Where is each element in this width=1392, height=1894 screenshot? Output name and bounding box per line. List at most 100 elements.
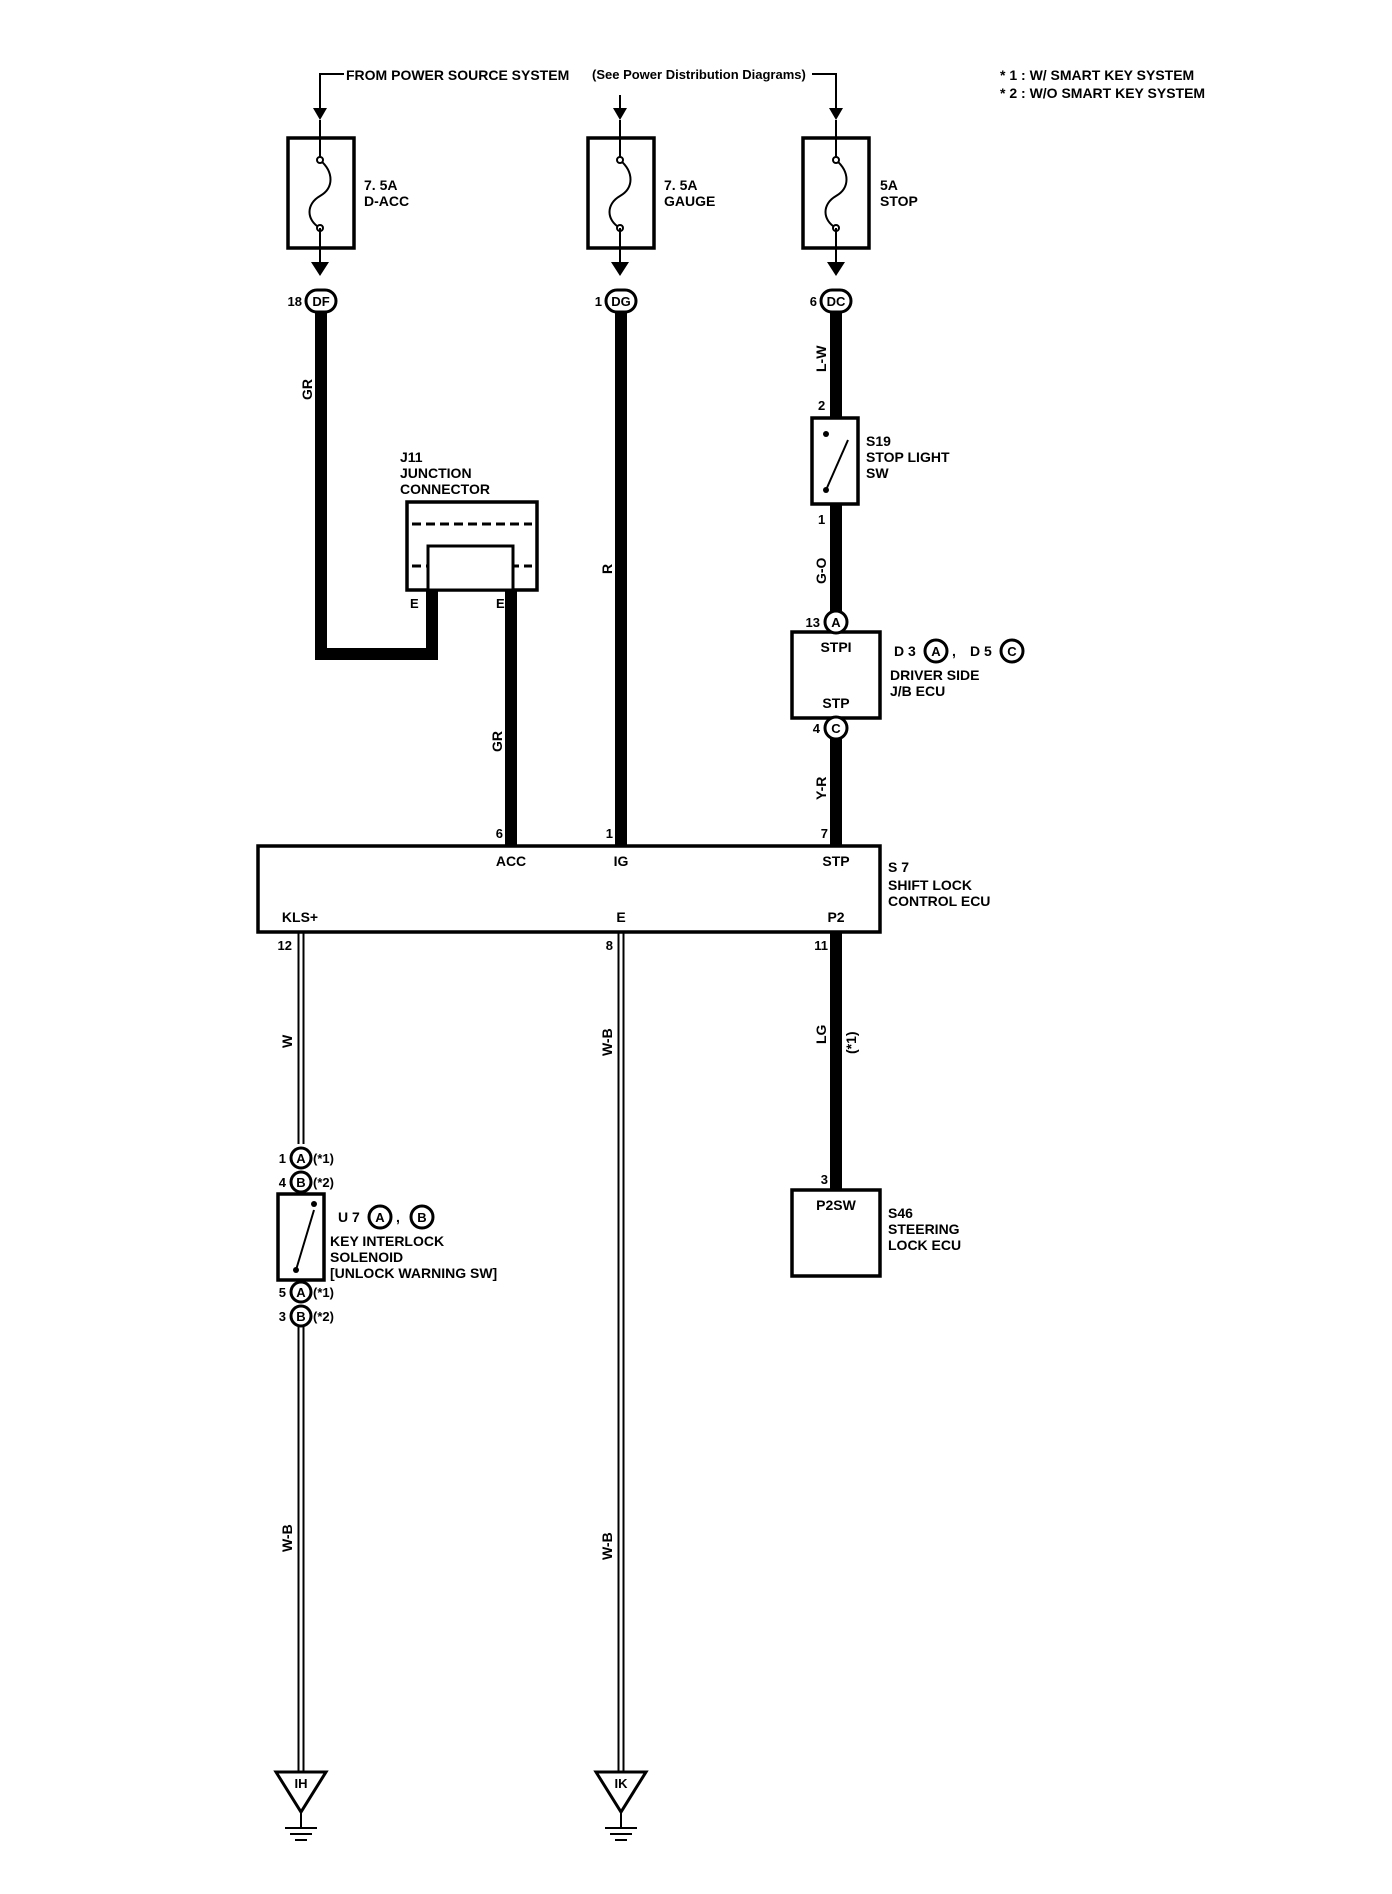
pin-number: 4 bbox=[813, 721, 821, 736]
pin-number: 4 bbox=[279, 1175, 287, 1190]
connector-letter: A bbox=[931, 644, 941, 659]
terminal-label: ACC bbox=[496, 853, 526, 869]
pin-number: 6 bbox=[810, 294, 817, 309]
note-2: * 2 : W/O SMART KEY SYSTEM bbox=[1000, 85, 1205, 101]
arrow-icon bbox=[827, 262, 845, 276]
wire-label-gr: GR bbox=[299, 379, 315, 400]
pin-label: E bbox=[410, 596, 419, 611]
pin-number: 1 bbox=[279, 1151, 286, 1166]
connector-code: DC bbox=[827, 294, 846, 309]
note-1: * 1 : W/ SMART KEY SYSTEM bbox=[1000, 67, 1194, 83]
separator: , bbox=[952, 643, 956, 659]
component-name: JUNCTION bbox=[400, 465, 472, 481]
connector-letter: A bbox=[296, 1151, 306, 1166]
pin-number: 3 bbox=[279, 1309, 286, 1324]
pin-number: 12 bbox=[278, 938, 292, 953]
connector-letter: C bbox=[831, 721, 841, 736]
connector-letter: B bbox=[296, 1175, 305, 1190]
u7-key-interlock-solenoid: A 1 (*1) B 4 (*2) A 5 (*1) B 3 (*2) U 7 … bbox=[276, 1146, 497, 1328]
fuse-stop: 5A STOP bbox=[801, 120, 918, 276]
power-source-note: (See Power Distribution Diagrams) bbox=[592, 67, 806, 82]
fuse-rating: 7. 5A bbox=[664, 177, 697, 193]
terminal-label: P2SW bbox=[816, 1197, 856, 1213]
note: (*2) bbox=[313, 1175, 334, 1190]
connector-code: DG bbox=[611, 294, 631, 309]
connector-letter: A bbox=[831, 615, 841, 630]
component-id: J11 bbox=[400, 449, 423, 465]
component-name: LOCK ECU bbox=[888, 1237, 961, 1253]
connector-letter: A bbox=[296, 1285, 306, 1300]
ground-label: IK bbox=[615, 1776, 629, 1791]
connector-code: DF bbox=[312, 294, 329, 309]
pin-number: 11 bbox=[814, 938, 828, 953]
note: (*1) bbox=[313, 1285, 334, 1300]
s19-stop-light-switch: 2 1 S19 STOP LIGHT SW bbox=[810, 398, 950, 527]
ground-ik: IK bbox=[593, 1770, 649, 1841]
note: (*2) bbox=[313, 1309, 334, 1324]
note: (*1) bbox=[313, 1151, 334, 1166]
arrow-icon bbox=[611, 262, 629, 276]
connector-letter: A bbox=[375, 1210, 385, 1225]
wire-label-wb: W-B bbox=[599, 1028, 615, 1056]
component-name: SW bbox=[866, 465, 889, 481]
wire-label-wb: W-B bbox=[599, 1532, 615, 1560]
pin-number: 2 bbox=[818, 398, 825, 413]
pin-number: 13 bbox=[806, 615, 820, 630]
component-id: S46 bbox=[888, 1205, 913, 1221]
ground-ih: IH bbox=[273, 1770, 329, 1841]
wire-label-note: (*1) bbox=[843, 1031, 859, 1054]
wire-label-yr: Y-R bbox=[813, 777, 829, 800]
fuse-name: GAUGE bbox=[664, 193, 715, 209]
component-name: CONTROL ECU bbox=[888, 893, 990, 909]
separator: , bbox=[396, 1209, 400, 1225]
wire-label-lw: L-W bbox=[813, 345, 829, 372]
component-id: U 7 bbox=[338, 1209, 360, 1225]
wire-label-w: W bbox=[279, 1034, 295, 1048]
pin-number: 6 bbox=[496, 826, 503, 841]
wire-labels: GR GR R L-W G-O Y-R W W-B W-B W-B LG (*1… bbox=[279, 345, 859, 1560]
wire-label-lg: LG bbox=[813, 1024, 829, 1044]
wire-label-gr: GR bbox=[489, 731, 505, 752]
terminal-label: IG bbox=[614, 853, 629, 869]
fuse-rating: 7. 5A bbox=[364, 177, 397, 193]
pin-number: 5 bbox=[279, 1285, 286, 1300]
pin-number: 7 bbox=[821, 826, 828, 841]
pin-number: 1 bbox=[606, 826, 613, 841]
s7-shift-lock-control-ecu: ACC IG STP KLS+ E P2 6 1 7 12 8 11 S 7 S… bbox=[256, 826, 990, 953]
connector-dc: DC 6 bbox=[810, 288, 853, 314]
pin-number: 3 bbox=[821, 1172, 828, 1187]
component-name: STOP LIGHT bbox=[866, 449, 950, 465]
component-id: S 7 bbox=[888, 859, 909, 875]
component-name: STEERING bbox=[888, 1221, 960, 1237]
component-id: D 5 bbox=[970, 643, 992, 659]
component-name: SHIFT LOCK bbox=[888, 877, 972, 893]
connector-dg: DG 1 bbox=[595, 288, 638, 314]
connector-letter: B bbox=[296, 1309, 305, 1324]
s46-steering-lock-ecu: P2SW 3 S46 STEERING LOCK ECU bbox=[790, 1172, 961, 1278]
fuse-name: D-ACC bbox=[364, 193, 409, 209]
terminal-label: STP bbox=[822, 853, 849, 869]
component-name: DRIVER SIDE bbox=[890, 667, 979, 683]
pin-number: 18 bbox=[288, 294, 302, 309]
j11-junction-connector: J11 JUNCTION CONNECTOR E E bbox=[400, 449, 539, 611]
notes-legend: * 1 : W/ SMART KEY SYSTEM * 2 : W/O SMAR… bbox=[1000, 67, 1205, 101]
power-source-header: FROM POWER SOURCE SYSTEM (See Power Dist… bbox=[313, 67, 843, 120]
component-name: KEY INTERLOCK bbox=[330, 1233, 444, 1249]
fuse-name: STOP bbox=[880, 193, 918, 209]
terminal-label: STPI bbox=[820, 639, 851, 655]
component-id: D 3 bbox=[894, 643, 916, 659]
wire-label-wb: W-B bbox=[279, 1524, 295, 1552]
terminal-label: KLS+ bbox=[282, 909, 318, 925]
connector-df: DF 18 bbox=[288, 288, 338, 314]
component-id: S19 bbox=[866, 433, 891, 449]
arrow-icon bbox=[311, 262, 329, 276]
fuse-dacc: 7. 5A D-ACC bbox=[286, 120, 409, 276]
component-name: [UNLOCK WARNING SW] bbox=[330, 1265, 497, 1281]
wire-label-go: G-O bbox=[813, 557, 829, 584]
pin-label: E bbox=[496, 596, 505, 611]
terminal-label: P2 bbox=[827, 909, 844, 925]
pin-number: 1 bbox=[818, 512, 825, 527]
driver-side-jb-ecu: A 13 C 4 STPI STP D 3 A , D 5 C DRIVER S… bbox=[790, 609, 1025, 741]
connector-letter: B bbox=[417, 1210, 426, 1225]
